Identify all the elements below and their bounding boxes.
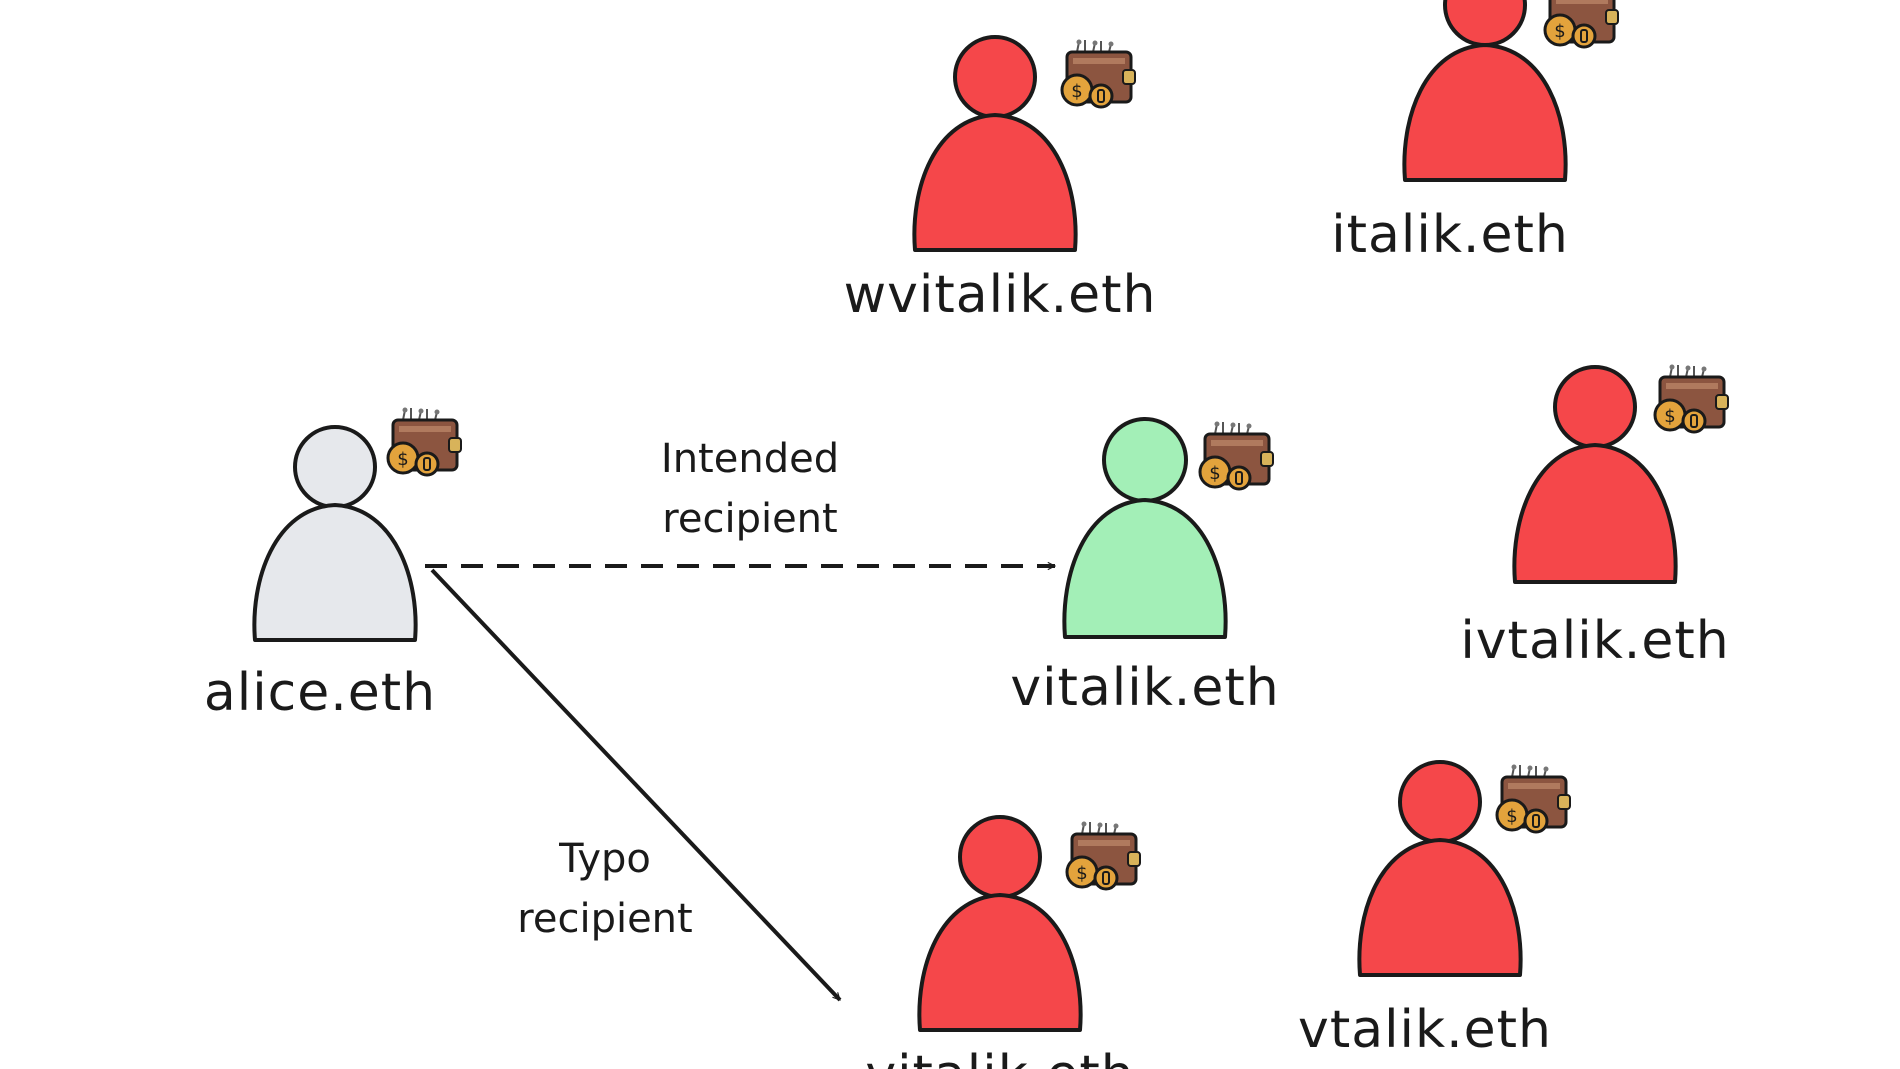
node-typo-recipient: vitalik.eth (865, 815, 1142, 1069)
wallet-icon (1543, 0, 1620, 49)
node-label: ivtalik.eth (1460, 611, 1729, 671)
wallet-icon (1198, 420, 1275, 491)
typo-label-line1: Typo (558, 836, 651, 882)
person-body (912, 113, 1078, 252)
edge-intended: Intended recipient (425, 436, 1055, 566)
typo-label-line2: recipient (517, 896, 692, 942)
wallet-icon (386, 406, 463, 477)
person-head (953, 35, 1037, 119)
typo-arrow (430, 568, 842, 1002)
node-label: vitalik.eth (1010, 658, 1279, 718)
wallet-icon (1065, 820, 1142, 891)
node-label: wvitalik.eth (844, 265, 1157, 325)
wallet-icon (1495, 763, 1572, 834)
person-head (958, 815, 1042, 899)
node-wvitalik: wvitalik.eth (844, 35, 1157, 325)
wallet-icon (1653, 363, 1730, 434)
person-head (1398, 760, 1482, 844)
node-label: italik.eth (1331, 205, 1569, 265)
person-head (1443, 0, 1527, 47)
person-head (1553, 365, 1637, 449)
node-italik: italik.eth (1331, 0, 1620, 265)
person-body (1512, 443, 1678, 584)
edge-typo: Typo recipient (430, 568, 842, 1002)
node-ivtalik: ivtalik.eth (1460, 363, 1730, 671)
node-vitalik-intended: vitalik.eth (1010, 417, 1279, 718)
intended-label-line1: Intended (661, 436, 839, 482)
node-label: vtalik.eth (1298, 1000, 1552, 1060)
person-head (293, 425, 377, 509)
person-head (1102, 417, 1188, 503)
person-body (917, 893, 1083, 1032)
person-body (1357, 838, 1523, 977)
node-label: vitalik.eth (865, 1045, 1134, 1069)
person-body (1402, 43, 1568, 182)
person-body (252, 503, 418, 642)
node-vtalik: vtalik.eth (1298, 760, 1572, 1060)
intended-label-line2: recipient (662, 496, 837, 542)
node-alice: alice.eth (204, 406, 463, 723)
node-label: alice.eth (204, 663, 436, 723)
person-body (1062, 498, 1228, 639)
wallet-icon (1060, 38, 1137, 109)
